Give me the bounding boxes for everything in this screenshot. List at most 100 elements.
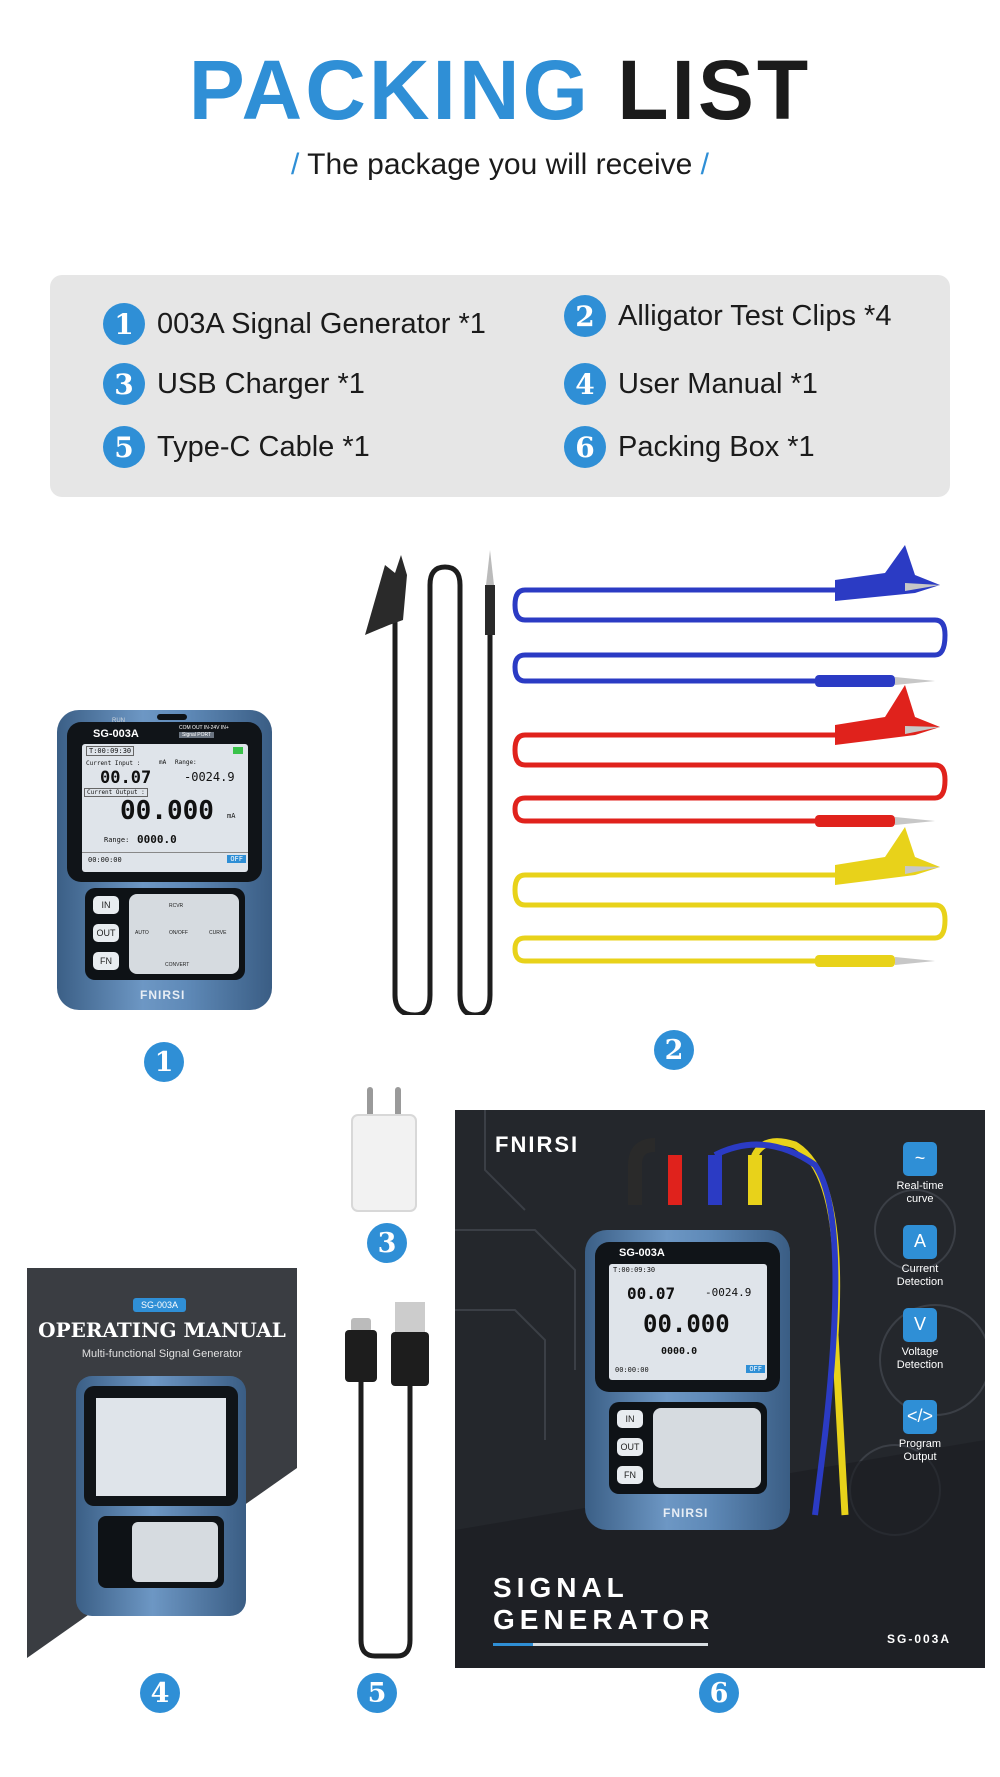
box-lcd-input-value: 00.07 (627, 1284, 676, 1303)
out-key: OUT (93, 924, 119, 942)
item-label: USB Charger *1 (157, 367, 365, 400)
item-label: Type-C Cable *1 (157, 430, 370, 463)
lcd-range-label: Range: (104, 836, 130, 844)
box-lcd-time: T:00:09:30 (613, 1266, 656, 1274)
device-ports-label: COM OUT IN-24V IN+ (179, 725, 229, 731)
lcd-current-output-label: Current Output : (84, 788, 148, 797)
dpad-rcvr-label: RCVR (169, 903, 184, 909)
device-signal-port-label: Signal PORT (179, 732, 215, 738)
dpad-auto-label: AUTO (135, 930, 149, 936)
box-lcd-timer: 00:00:00 (615, 1366, 649, 1374)
feature-label: Program Output (898, 1438, 942, 1464)
dpad-curve-label: CURVE (209, 930, 227, 936)
subtitle-slash-left: / (290, 148, 300, 181)
dpad-convert-label: CONVERT (165, 962, 190, 968)
feature-real-time-curve: ~ Real-time curve (885, 1142, 955, 1206)
box-brand-logo: FNIRSI (495, 1132, 580, 1157)
feature-current-detection: A Current Detection (885, 1225, 955, 1289)
lcd-current-input-label: Current Input : (86, 760, 141, 767)
box-device-keypad: IN OUT FN (609, 1402, 767, 1494)
device-dpad: RCVR AUTO ON/OFF CURVE CONVERT (129, 894, 239, 974)
subtitle-slash-right: / (700, 148, 710, 181)
current-icon: A (903, 1225, 937, 1259)
list-item: 3 USB Charger *1 (103, 363, 365, 405)
lcd-current-input-value: 00.07 (100, 768, 152, 788)
item-number-badge: 2 (564, 295, 606, 337)
device-run-label: RUN (112, 718, 125, 724)
black-lead (365, 550, 495, 1015)
box-lcd-range-value: 0000.0 (661, 1346, 698, 1357)
lcd-timer: 00:00:00 (88, 856, 122, 864)
box-in-key: IN (617, 1410, 643, 1428)
feature-label: Real-time curve (896, 1180, 944, 1206)
box-title: SIGNAL GENERATOR (493, 1572, 714, 1636)
box-lcd-off: OFF (746, 1365, 765, 1373)
lcd-off-badge: OFF (227, 855, 246, 863)
box-out-key: OUT (617, 1438, 643, 1456)
packing-list: 1 003A Signal Generator *1 2 Alligator T… (50, 275, 950, 497)
code-icon: </> (903, 1400, 937, 1434)
box-title-line1: SIGNAL (493, 1572, 629, 1603)
box-device-model: SG-003A (619, 1247, 665, 1259)
user-manual: SG-003A OPERATING MANUAL Multi-functiona… (27, 1268, 297, 1658)
item-number-badge: 6 (564, 426, 606, 468)
lcd-range-value: 0000.0 (137, 833, 177, 846)
badge-6: 6 (699, 1673, 739, 1713)
badge-5: 5 (357, 1673, 397, 1713)
lcd-unit-top: mA (159, 759, 167, 766)
feature-voltage-detection: V Voltage Detection (885, 1308, 955, 1372)
packing-box: FNIRSI SG-003A T:00:09:30 00.07 -0024.9 … (455, 1110, 985, 1668)
lcd-range-label-top: Range: (175, 759, 197, 766)
feature-program-output: </> Program Output (885, 1400, 955, 1464)
title-packing: PACKING (188, 43, 591, 137)
item-number-badge: 1 (103, 303, 145, 345)
device-model-label: SG-003A (93, 728, 139, 740)
manual-title: OPERATING MANUAL (38, 1318, 286, 1342)
lcd-range-value-top: -0024.9 (184, 770, 235, 784)
item-label: Alligator Test Clips *4 (618, 299, 892, 332)
signal-generator-device: SG-003A RUN COM OUT IN-24V IN+ Signal PO… (57, 710, 272, 1010)
box-test-leads (628, 1138, 849, 1516)
device-lcd: T:00:09:30 Current Input : 00.07 mA Rang… (82, 744, 248, 872)
box-lcd-output-value: 00.000 (643, 1310, 730, 1338)
badge-3: 3 (367, 1223, 407, 1263)
usb-charger (351, 1087, 417, 1212)
box-device-image: SG-003A T:00:09:30 00.07 -0024.9 00.000 … (585, 1230, 790, 1530)
manual-subtitle: Multi-functional Signal Generator (81, 1348, 243, 1360)
feature-label: Current Detection (896, 1263, 944, 1289)
feature-label: Voltage Detection (896, 1346, 944, 1372)
chart-icon: ~ (903, 1142, 937, 1176)
lcd-time: T:00:09:30 (86, 746, 135, 756)
battery-icon (233, 747, 243, 754)
alligator-test-clips (365, 545, 948, 1015)
box-fn-key: FN (617, 1466, 643, 1484)
device-keypad: IN OUT FN RCVR AUTO ON/OFF CURVE CONVERT (85, 888, 245, 980)
manual-device-image (76, 1376, 246, 1616)
in-key: IN (93, 896, 119, 914)
box-device-dpad (653, 1408, 761, 1488)
item-label: 003A Signal Generator *1 (157, 307, 486, 340)
lcd-unit-output: mA (227, 812, 236, 820)
page-subtitle: / The package you will receive / (0, 148, 1000, 182)
box-title-line2: GENERATOR (493, 1604, 715, 1636)
list-item: 5 Type-C Cable *1 (103, 426, 370, 468)
blue-lead (512, 545, 948, 687)
list-item: 6 Packing Box *1 (564, 426, 815, 468)
badge-4: 4 (140, 1673, 180, 1713)
badge-2: 2 (654, 1030, 694, 1070)
fn-key: FN (93, 952, 119, 970)
list-item: 4 User Manual *1 (564, 363, 818, 405)
item-number-badge: 4 (564, 363, 606, 405)
box-device-brand: FNIRSI (663, 1506, 709, 1520)
box-device-lcd: T:00:09:30 00.07 -0024.9 00.000 0000.0 0… (609, 1264, 767, 1380)
dpad-onoff-label: ON/OFF (169, 930, 188, 936)
lcd-current-output-value: 00.000 (120, 796, 214, 826)
red-lead (512, 685, 948, 827)
badge-1: 1 (144, 1042, 184, 1082)
box-model-label: SG-003A (887, 1632, 952, 1646)
box-title-underline (493, 1643, 708, 1646)
list-item: 2 Alligator Test Clips *4 (564, 295, 891, 337)
item-label: User Manual *1 (618, 367, 818, 400)
item-number-badge: 5 (103, 426, 145, 468)
box-lcd-range-top: -0024.9 (705, 1286, 752, 1299)
